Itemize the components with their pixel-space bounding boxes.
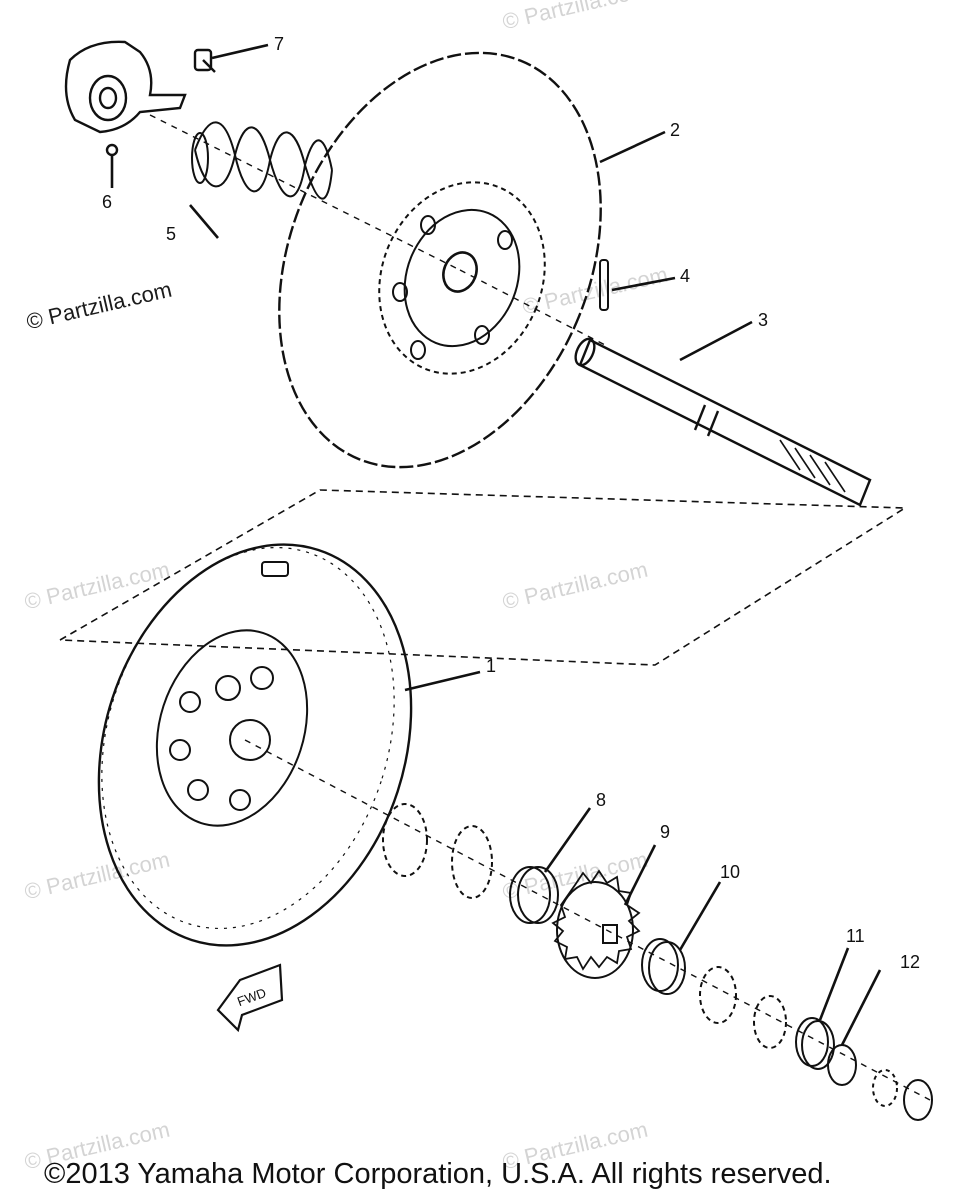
copyright-notice: ©2013 Yamaha Motor Corporation, U.S.A. A… <box>44 1158 832 1190</box>
fwd-arrow <box>216 963 284 1033</box>
spring <box>191 121 333 200</box>
fixed-sheave <box>97 543 413 947</box>
fwd-label: FWD <box>235 985 268 1009</box>
dashed-plane <box>59 489 908 666</box>
callout-2: 2 <box>670 120 680 140</box>
axis-lines <box>149 114 931 1101</box>
callout-4: 4 <box>680 266 690 286</box>
callout-8: 8 <box>596 790 606 810</box>
sprocket <box>551 869 641 979</box>
callout-10: 10 <box>720 862 740 882</box>
pin <box>599 259 609 311</box>
callout-5: 5 <box>166 224 176 244</box>
leader-lines <box>110 43 882 1046</box>
callout-9: 9 <box>660 822 670 842</box>
washer-stack <box>382 803 933 1121</box>
callout-12: 12 <box>900 952 920 972</box>
callout-1: 1 <box>486 656 496 676</box>
cam-bracket <box>64 40 216 157</box>
callout-6: 6 <box>102 192 112 212</box>
callout-7: 7 <box>274 34 284 54</box>
callout-3: 3 <box>758 310 768 330</box>
callout-11: 11 <box>846 926 865 946</box>
sheave-disc <box>278 51 602 469</box>
shaft <box>574 337 872 507</box>
